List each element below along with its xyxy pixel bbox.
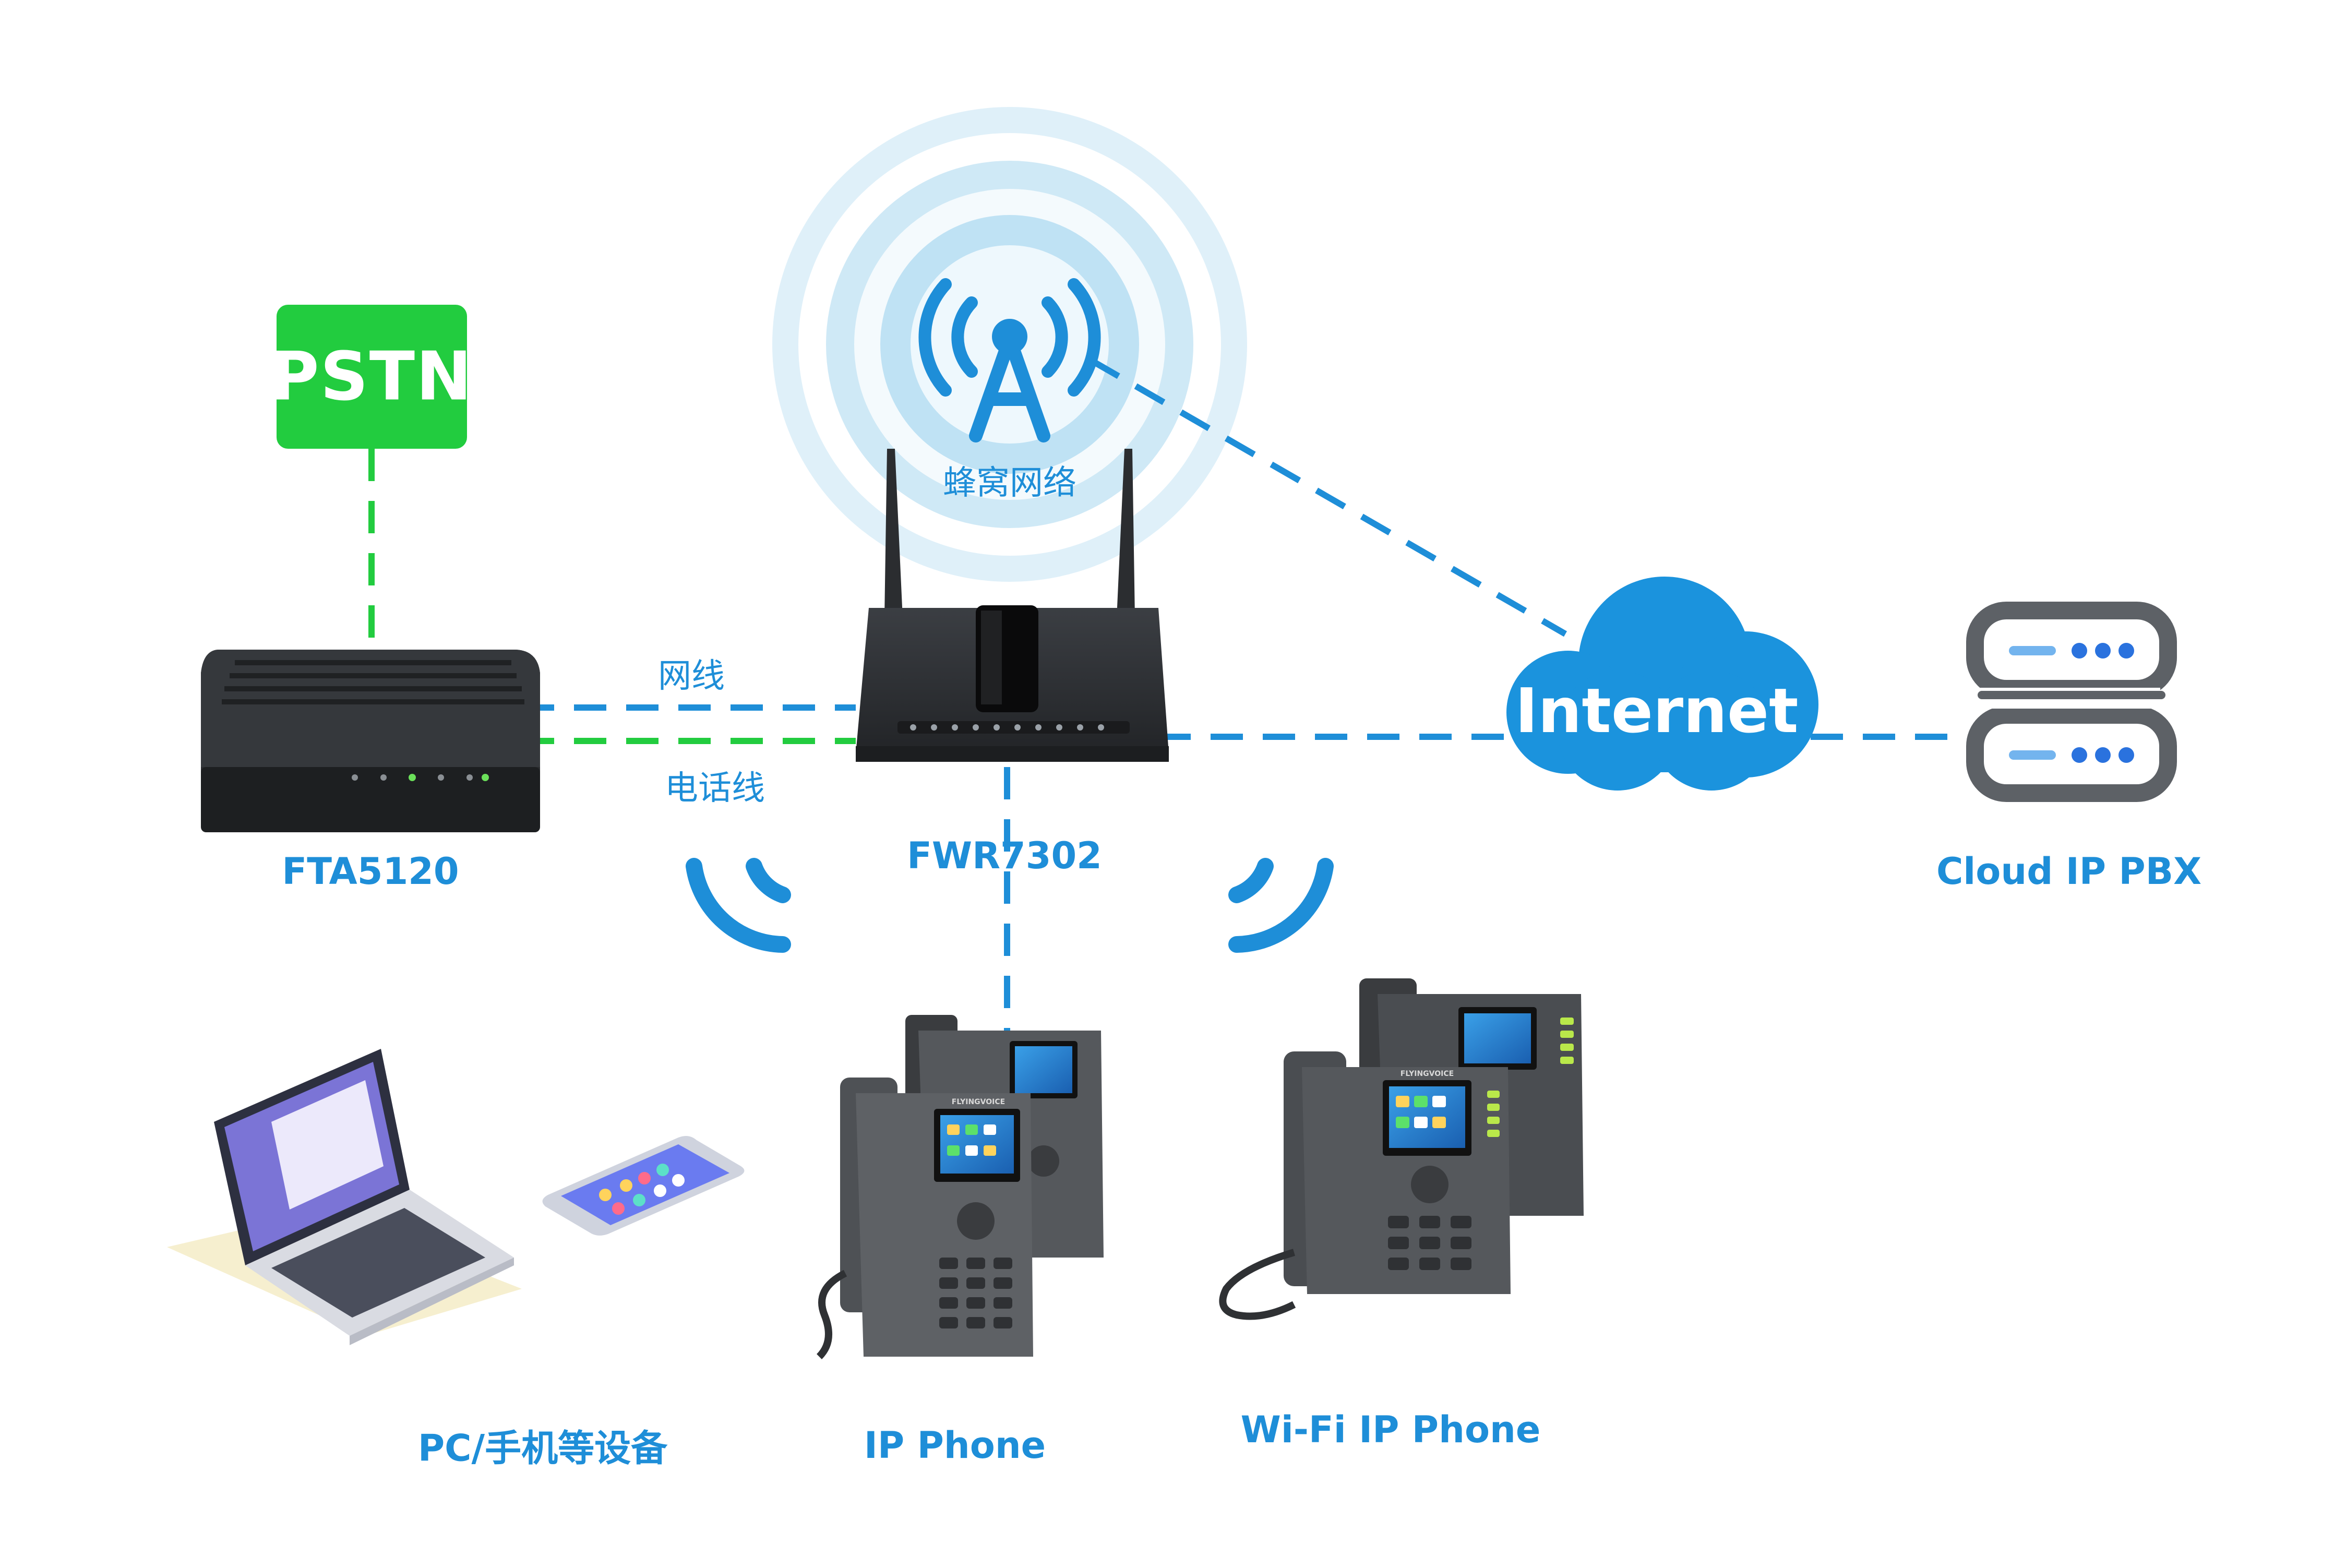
connection-lines (368, 357, 1962, 1038)
fta5120-label: FTA5120 (282, 850, 459, 893)
wifi-ip-phone-device (1219, 978, 1584, 1320)
pstn-label: PSTN (270, 338, 473, 416)
server-icon (1952, 602, 2177, 802)
phone-line-label: 电话线 (665, 769, 765, 808)
wifi-phone-brand-label: FLYINGVOICE (1400, 1070, 1454, 1078)
wifi-ip-phone-label: Wi-Fi IP Phone (1240, 1408, 1541, 1451)
wifi-signal-icon-right (1228, 858, 1334, 953)
ip-phone-label: IP Phone (864, 1424, 1046, 1467)
smartphone-icon (542, 1135, 745, 1236)
internet-label: Internet (1515, 675, 1799, 747)
fta5120-device (201, 650, 540, 832)
wifi-signal-icon (686, 858, 791, 953)
pstn-box (277, 305, 467, 449)
tower-to-internet-line (1089, 357, 1567, 637)
fwr7302-label: FWR7302 (907, 834, 1102, 877)
laptop-icon (167, 1049, 522, 1345)
fwr7302-router (856, 449, 1169, 762)
cloud-ip-pbx-label: Cloud IP PBX (1936, 850, 2202, 893)
cloud-icon (1506, 577, 1818, 791)
cell-tower-icon (918, 278, 1101, 442)
pc-mobile-label: PC/手机等设备 (417, 1427, 668, 1470)
ip-phone-device (816, 1015, 1104, 1359)
cellular-network-label: 蜂窝网络 (943, 464, 1076, 502)
phone-brand-label: FLYINGVOICE (951, 1098, 1006, 1106)
ethernet-cable-label: 网线 (658, 657, 725, 696)
